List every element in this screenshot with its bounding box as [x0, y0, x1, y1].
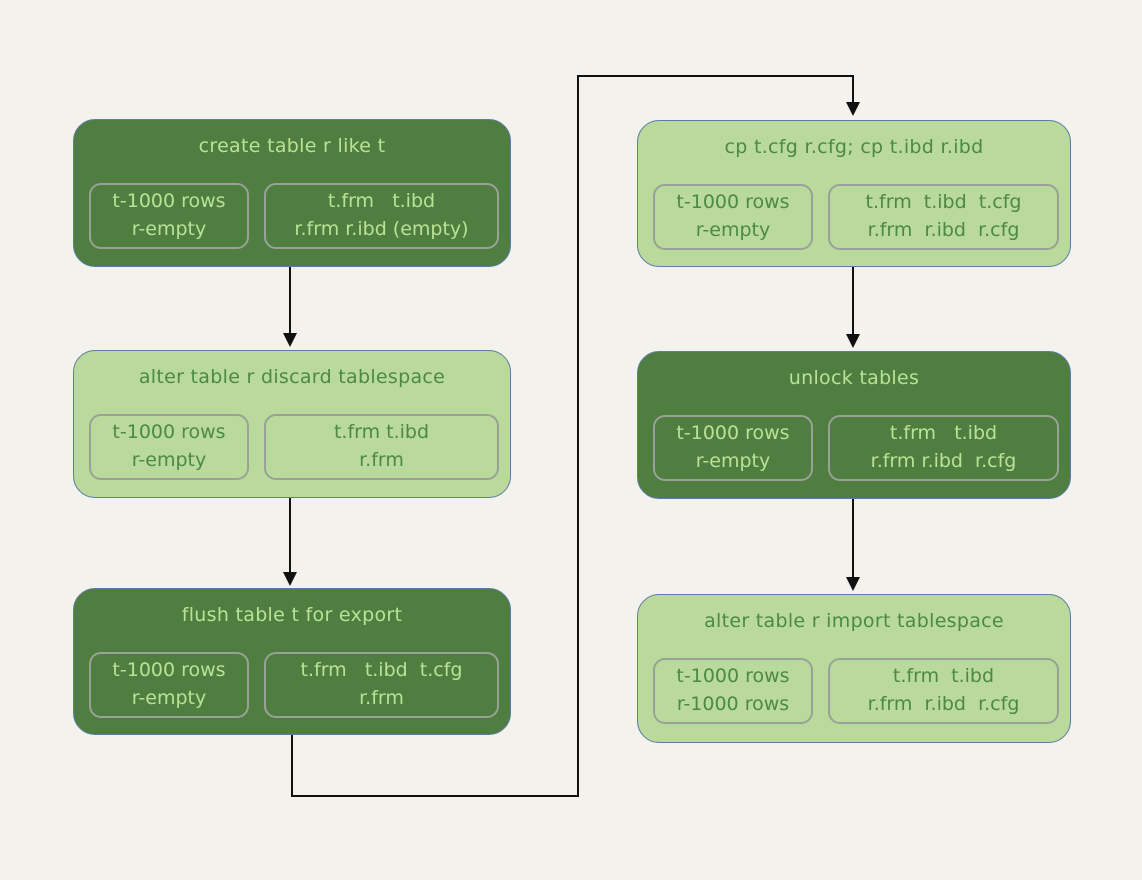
files-status-box: t.frm t.ibd r.frm r.ibd r.cfg [828, 658, 1059, 724]
node-title: flush table t for export [181, 604, 403, 626]
node-flush-export: flush table t for export t-1000 rows r-e… [73, 588, 511, 735]
node-discard-tablespace: alter table r discard tablespace t-1000 … [73, 350, 511, 498]
rows-line: r-empty [131, 687, 207, 709]
rows-line: r-empty [131, 218, 207, 240]
node-unlock-tables: unlock tables t-1000 rows r-empty t.frm … [637, 351, 1071, 499]
files-line: t.frm t.ibd [892, 665, 995, 688]
node-import-tablespace: alter table r import tablespace t-1000 r… [637, 594, 1071, 743]
rows-status-box: t-1000 rows r-empty [89, 414, 249, 480]
files-status-box: t.frm t.ibd r.frm r.ibd r.cfg [828, 415, 1059, 481]
files-line: t.frm t.ibd [889, 422, 998, 445]
rows-status-box: t-1000 rows r-empty [89, 183, 249, 249]
files-line: r.frm r.ibd r.cfg [867, 219, 1020, 241]
rows-line: r-empty [695, 450, 771, 472]
files-line: r.frm r.ibd r.cfg [870, 450, 1017, 472]
files-line: r.frm [359, 687, 404, 709]
files-line: r.frm r.ibd (empty) [294, 218, 469, 240]
rows-line: r-1000 rows [676, 693, 790, 715]
rows-line: r-empty [131, 449, 207, 471]
files-status-box: t.frm t.ibd t.cfg r.frm r.ibd r.cfg [828, 184, 1059, 250]
rows-line: t-1000 rows [112, 659, 226, 682]
files-status-box: t.frm t.ibd t.cfg r.frm [264, 652, 499, 718]
rows-line: t-1000 rows [676, 665, 790, 688]
files-line: t.frm t.ibd t.cfg [865, 191, 1022, 214]
node-copy-files: cp t.cfg r.cfg; cp t.ibd r.ibd t-1000 ro… [637, 120, 1071, 267]
files-status-box: t.frm t.ibd r.frm [264, 414, 499, 480]
rows-line: t-1000 rows [676, 422, 790, 445]
files-line: t.frm t.ibd [333, 421, 430, 444]
node-title: unlock tables [788, 367, 920, 389]
files-line: t.frm t.ibd [327, 190, 436, 213]
node-title: alter table r import tablespace [704, 610, 1004, 632]
node-create-table: create table r like t t-1000 rows r-empt… [73, 119, 511, 267]
rows-status-box: t-1000 rows r-1000 rows [653, 658, 813, 724]
rows-status-box: t-1000 rows r-empty [653, 415, 813, 481]
files-status-box: t.frm t.ibd r.frm r.ibd (empty) [264, 183, 499, 249]
node-title: cp t.cfg r.cfg; cp t.ibd r.ibd [724, 136, 984, 158]
files-line: t.frm t.ibd t.cfg [300, 659, 463, 682]
rows-status-box: t-1000 rows r-empty [89, 652, 249, 718]
rows-line: t-1000 rows [112, 421, 226, 444]
rows-line: t-1000 rows [112, 190, 226, 213]
rows-status-box: t-1000 rows r-empty [653, 184, 813, 250]
rows-line: t-1000 rows [676, 191, 790, 214]
rows-line: r-empty [695, 219, 771, 241]
node-title: create table r like t [198, 135, 386, 157]
node-title: alter table r discard tablespace [138, 366, 446, 388]
files-line: r.frm [359, 449, 404, 471]
files-line: r.frm r.ibd r.cfg [867, 693, 1020, 715]
